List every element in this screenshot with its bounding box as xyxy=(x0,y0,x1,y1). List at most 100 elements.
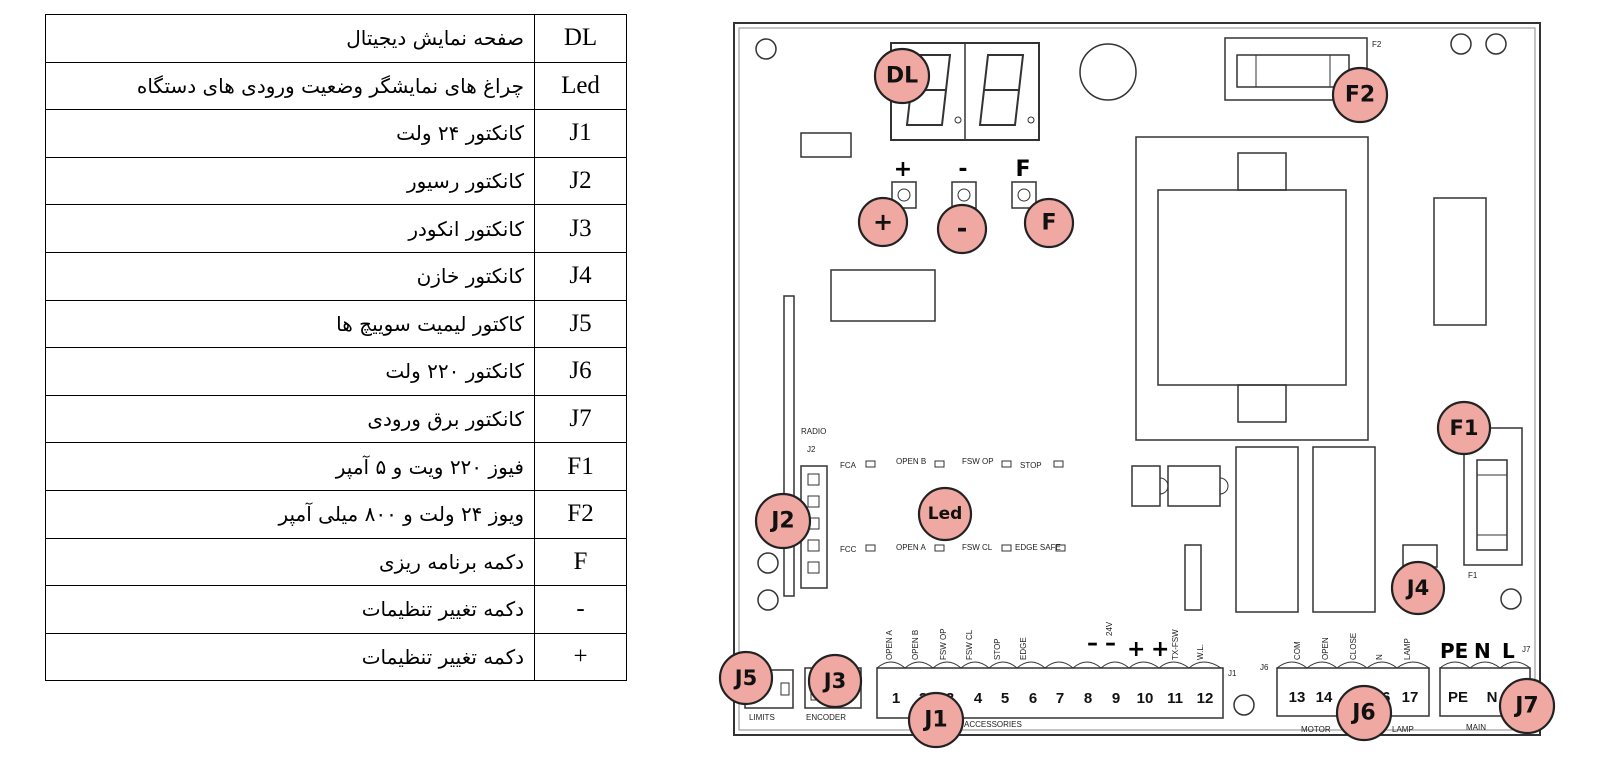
badge-j7: J7 xyxy=(1498,677,1556,735)
svg-text:+: + xyxy=(873,208,893,236)
j1-function-label: TX-FSW xyxy=(1171,629,1180,660)
svg-text:F1: F1 xyxy=(1450,416,1479,440)
silk-l: L xyxy=(1502,639,1515,663)
svg-text:F: F xyxy=(1041,211,1056,236)
badge-j5: J5 xyxy=(718,650,774,706)
legend-code: J4 xyxy=(534,251,627,301)
mounting-hole xyxy=(755,38,777,60)
capacitor-block xyxy=(1433,197,1487,326)
legend-description: کانکتور برق ورودی xyxy=(45,394,535,444)
badge-j4: J4 xyxy=(1390,560,1446,616)
j1-terminal-number: 10 xyxy=(1137,690,1154,707)
svg-text:J2: J2 xyxy=(769,509,795,534)
legend-row: دکمه تغییر تنظیمات- xyxy=(45,585,627,634)
j7-terminal-label: N xyxy=(1487,689,1498,706)
led-edge-safe xyxy=(1055,544,1066,552)
mounting-hole xyxy=(757,589,779,611)
j1-terminal-number: 7 xyxy=(1056,690,1064,707)
transformer-tab xyxy=(1237,152,1287,191)
legend-description: دکمه برنامه ریزی xyxy=(45,537,535,587)
smd-component xyxy=(800,132,852,158)
transformer-outline xyxy=(1135,136,1369,441)
led-open-a xyxy=(934,544,945,552)
fuse-f1 xyxy=(1476,459,1508,551)
minus-button-label: - xyxy=(958,157,967,182)
mounting-hole xyxy=(1500,588,1522,610)
mounting-hole xyxy=(1450,33,1472,55)
led-fsw-op xyxy=(1001,460,1012,468)
transistor xyxy=(1131,465,1161,507)
silk-f1: F1 xyxy=(1468,571,1478,580)
legend-description: کانکتور ۲۲۰ ولت xyxy=(45,347,535,396)
silk-f2: F2 xyxy=(1372,40,1382,49)
j1-function-label: OPEN A xyxy=(885,630,894,660)
status-leds: FCA OPEN B FSW OP STOP FCC OPEN A FSW CL… xyxy=(840,457,1066,554)
transistor xyxy=(1167,465,1221,507)
badge-f1: F1 xyxy=(1436,400,1492,456)
badge-j3: J3 xyxy=(807,653,863,709)
j6-function-label: OPEN xyxy=(1321,637,1330,660)
badge-j6: J6 xyxy=(1335,684,1393,742)
legend-description: دکمه تغییر تنظیمات xyxy=(45,632,535,682)
legend-code: F xyxy=(534,537,627,587)
led-label-fcc: FCC xyxy=(840,545,857,554)
minus-symbol-j1: – xyxy=(1105,631,1116,656)
led-label-fsw-op: FSW OP xyxy=(962,457,994,466)
legend-code: + xyxy=(534,632,627,682)
motor-relay xyxy=(1235,446,1299,613)
legend-description: چراغ های نمایشگر وضعیت ورودی های دستگاه xyxy=(45,61,535,111)
legend-code: J1 xyxy=(534,109,627,158)
led-open-b xyxy=(934,460,945,468)
legend-code: F2 xyxy=(534,489,627,539)
radio-antenna-strip xyxy=(783,295,795,597)
silk-24v: 24V xyxy=(1105,621,1114,636)
legend-code: J2 xyxy=(534,156,627,206)
silk-pe: PE xyxy=(1440,639,1468,663)
j1-terminal-number: 6 xyxy=(1029,690,1037,707)
j6-function-label: CLOSE xyxy=(1349,633,1358,660)
motor-relay xyxy=(1312,446,1376,613)
legend-description: صفحه نمایش دیجیتال xyxy=(45,14,535,63)
led-label-stop: STOP xyxy=(1020,461,1042,470)
led-fcc xyxy=(865,544,876,552)
legend-row: دکمه تغییر تنظیمات+ xyxy=(45,632,627,682)
silk-encoder: ENCODER xyxy=(806,713,846,722)
j1-function-label: EDGE xyxy=(1019,637,1028,660)
svg-text:F2: F2 xyxy=(1345,83,1375,108)
j6-terminal-number: 17 xyxy=(1402,689,1419,706)
j1-terminal-number: 4 xyxy=(974,690,983,707)
seven-segment-digit xyxy=(978,54,1025,126)
legend-code: J6 xyxy=(534,347,627,396)
j6-terminal-number: 13 xyxy=(1289,689,1306,706)
silk-j7: J7 xyxy=(1522,645,1531,654)
silk-accessories: ACCESSORIES xyxy=(964,720,1022,729)
silk-j1: J1 xyxy=(1228,669,1237,678)
silk-j6: J6 xyxy=(1260,663,1269,672)
j1-terminal-number: 1 xyxy=(892,690,900,707)
f-button xyxy=(1011,181,1037,209)
legend-code: J7 xyxy=(534,394,627,444)
legend-code: F1 xyxy=(534,442,627,491)
j1-terminal-number: 5 xyxy=(1001,690,1009,707)
transformer-tab xyxy=(1237,384,1287,423)
j1-terminal-number: 11 xyxy=(1167,690,1183,707)
badge-led: Led xyxy=(917,486,973,542)
svg-text:J4: J4 xyxy=(1405,576,1429,600)
j6-function-label: N xyxy=(1375,654,1384,660)
led-label-fca: FCA xyxy=(840,461,857,470)
badge-f2: F2 xyxy=(1331,66,1389,124)
j1-function-label: STOP xyxy=(993,638,1002,660)
legend-description: کانکتور انکودر xyxy=(45,204,535,253)
legend-code: J3 xyxy=(534,204,627,253)
